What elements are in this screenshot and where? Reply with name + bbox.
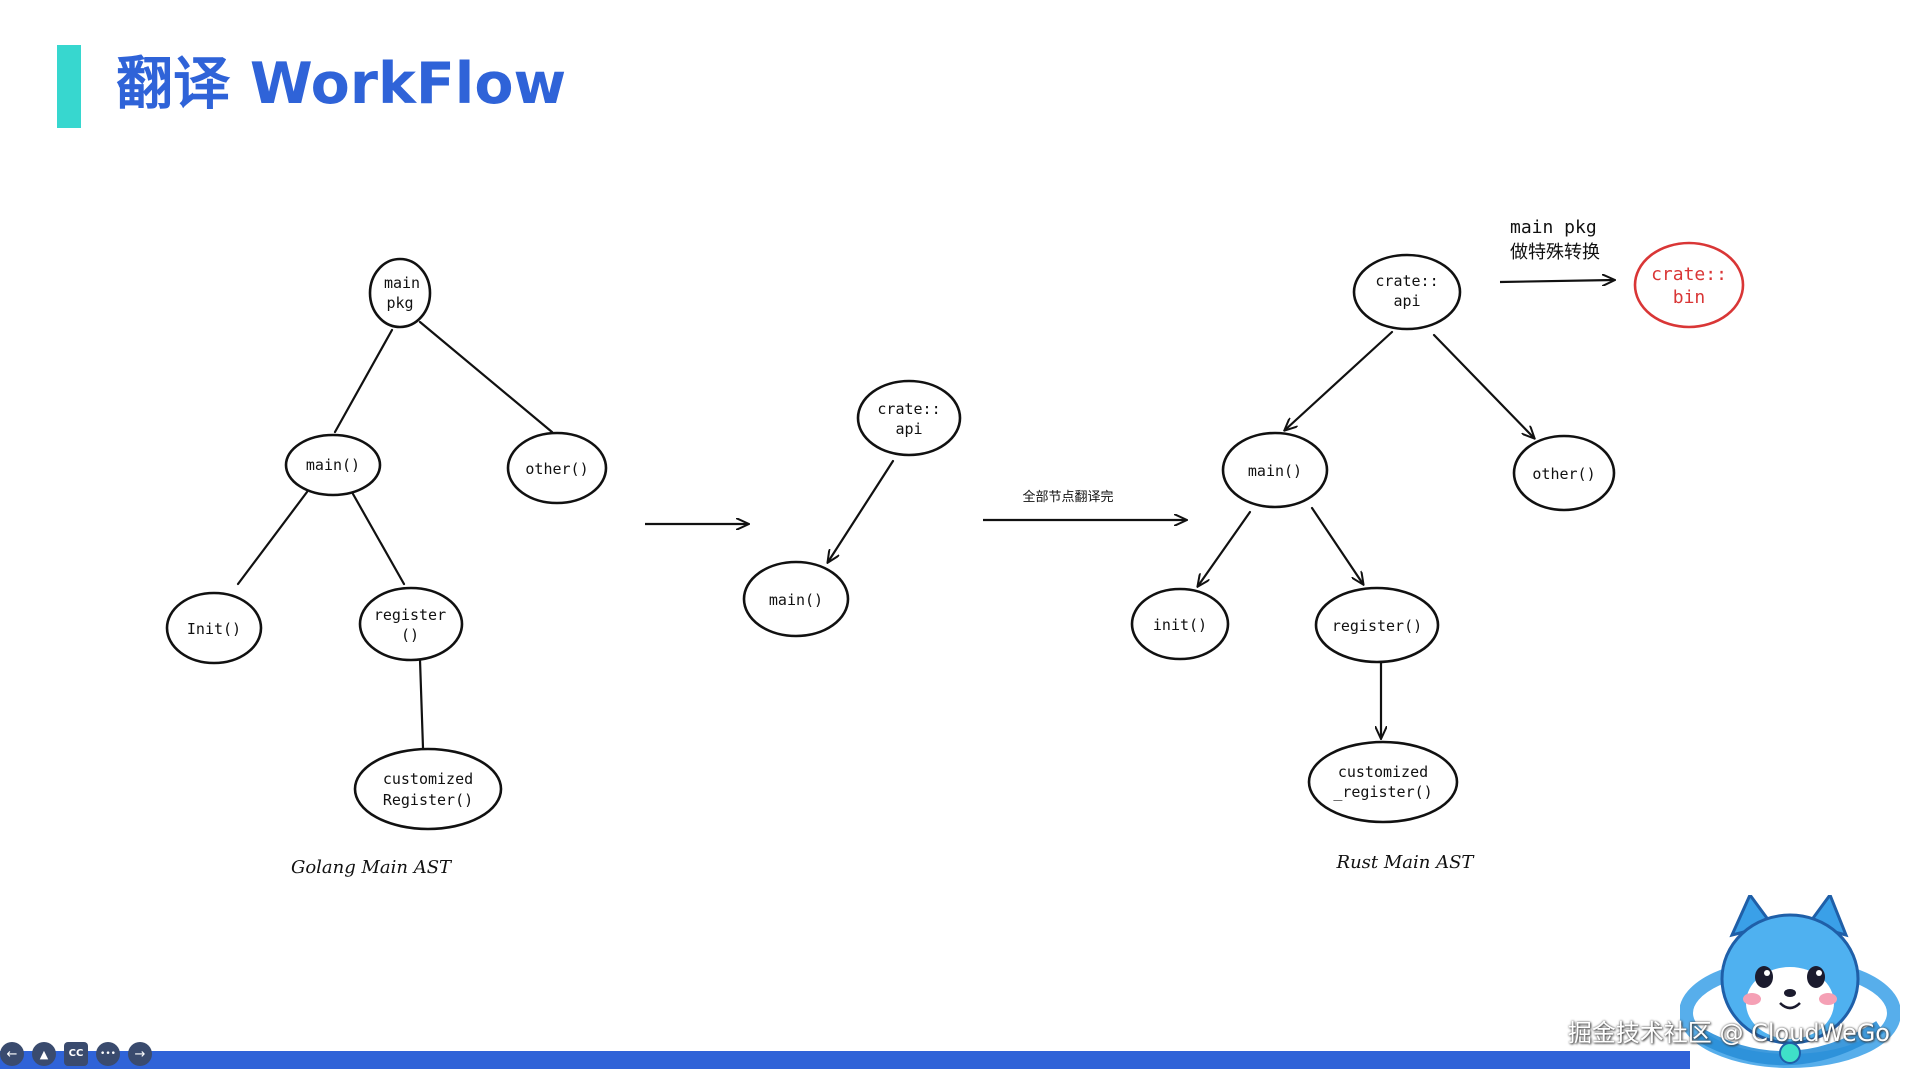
rust-node-init: init(): [1130, 587, 1230, 661]
node-label-line: pkg: [386, 294, 413, 312]
cloudwego-mascot-logo: [1680, 895, 1900, 1068]
node-label-line: other(): [1532, 465, 1595, 483]
edge-crateapi-other: [1432, 333, 1534, 438]
node-label-line: Init(): [187, 620, 241, 638]
node-label-line: main: [384, 274, 420, 292]
node-label-line: init(): [1153, 616, 1207, 634]
bottom-progress-strip: [0, 1051, 1690, 1069]
arrow-to-crate-bin: [1499, 280, 1614, 282]
edge-main-init: [1198, 510, 1252, 586]
edge-crateapi-main: [828, 459, 895, 562]
back-icon[interactable]: ←: [0, 1042, 24, 1066]
golang-node-register: register (): [358, 586, 464, 662]
middle-node-crate-api: crate:: api: [856, 379, 962, 457]
golang-ast-edges: [236, 320, 554, 750]
node-label-line: main(): [1248, 462, 1302, 480]
node-label-line: _register(): [1333, 783, 1432, 801]
node-label-line: register: [374, 606, 446, 624]
golang-ast-caption: Golang Main AST: [291, 857, 453, 878]
golang-node-main: main(): [284, 433, 382, 497]
golang-node-customized-register: customized Register(): [353, 747, 503, 831]
arrow-label: 全部节点翻译完: [1022, 489, 1113, 505]
rust-ast-edges: [1198, 330, 1534, 738]
crate-bin-node: crate:: bin: [1633, 241, 1745, 329]
rust-node-customized-register: customized _register(): [1307, 740, 1459, 824]
edge-main-init: [236, 490, 309, 586]
presenter-controls: ← ▲ CC ••• →: [0, 1041, 152, 1067]
edge-main-register: [351, 492, 406, 586]
forward-icon[interactable]: →: [128, 1042, 152, 1066]
edge-mainpkg-main: [333, 328, 394, 434]
middle-node-main: main(): [742, 560, 850, 638]
node-label-line: api: [1393, 292, 1420, 310]
pointer-icon[interactable]: ▲: [32, 1042, 56, 1066]
node-label-line: customized: [1338, 763, 1428, 781]
rust-node-other: other(): [1512, 434, 1616, 512]
edge-crateapi-main: [1285, 330, 1394, 430]
rust-node-register: register(): [1314, 586, 1440, 664]
node-label-line: crate::: [1651, 264, 1727, 285]
captions-icon[interactable]: CC: [64, 1042, 88, 1066]
watermark: 掘金技术社区 @ CloudWeGo: [1567, 1019, 1890, 1047]
node-label-line: customized: [383, 770, 473, 788]
node-label-line: bin: [1673, 287, 1706, 308]
node-label-line: api: [895, 420, 922, 438]
slide-title: 翻译 WorkFlow: [116, 51, 567, 117]
edge-main-register: [1310, 506, 1363, 584]
middle-edges: [828, 459, 895, 562]
node-label-line: main(): [769, 591, 823, 609]
rust-node-main: main(): [1221, 431, 1329, 509]
edge-register-customized: [418, 658, 425, 750]
special-note-line: main pkg: [1510, 217, 1597, 238]
rust-node-crate-api: crate:: api: [1352, 253, 1462, 331]
golang-node-other: other(): [506, 431, 608, 505]
title-accent-bar: [57, 45, 81, 128]
special-note-line: 做特殊转换: [1510, 242, 1600, 263]
node-label-line: crate::: [877, 400, 940, 418]
node-label-line: other(): [525, 460, 588, 478]
golang-node-init: Init(): [165, 591, 263, 665]
node-label-line: crate::: [1375, 272, 1438, 290]
rust-ast-caption: Rust Main AST: [1336, 852, 1476, 873]
node-label-line: Register(): [383, 791, 473, 809]
node-label-line: main(): [306, 456, 360, 474]
edge-mainpkg-other: [418, 320, 554, 434]
node-label-line: (): [401, 626, 419, 644]
golang-node-main-pkg: main pkg: [368, 257, 432, 329]
more-icon[interactable]: •••: [96, 1042, 120, 1066]
node-label-line: register(): [1332, 617, 1422, 635]
